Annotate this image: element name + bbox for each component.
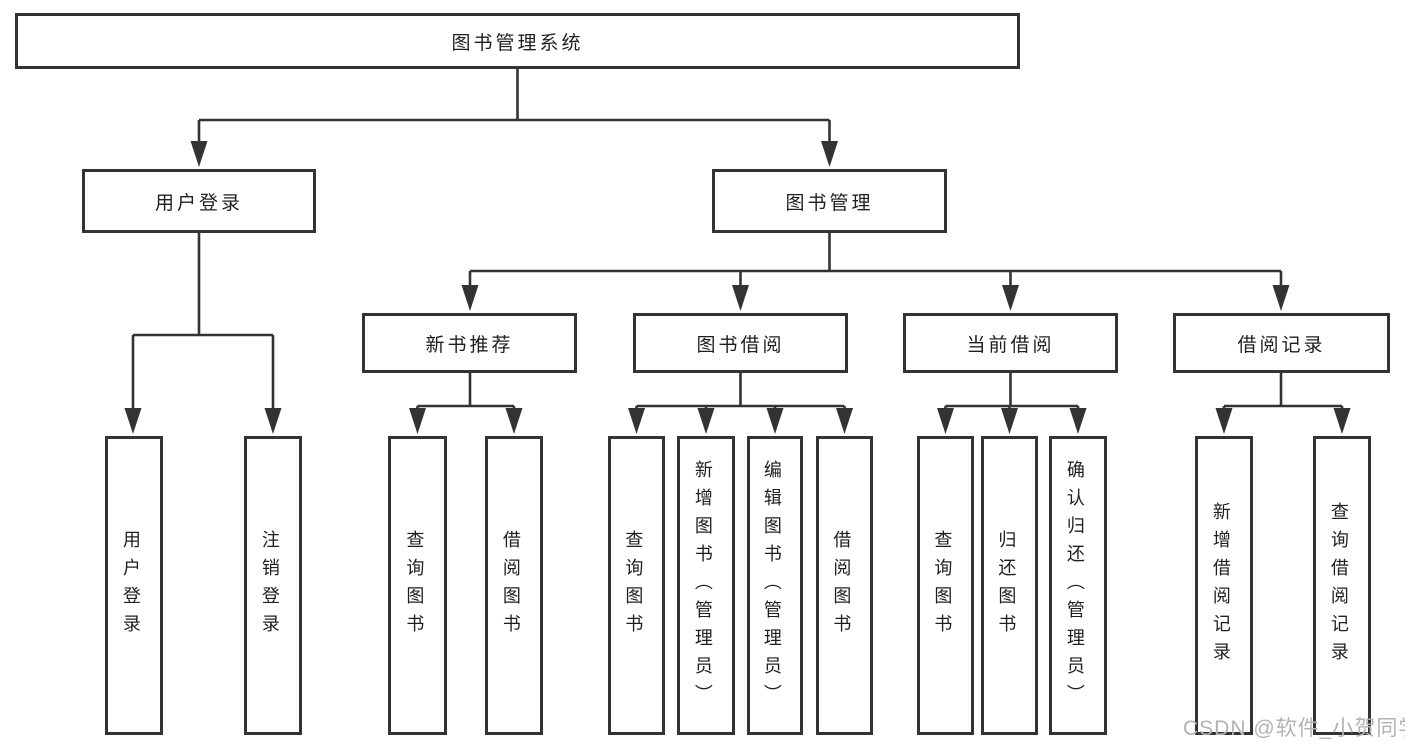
node-borrow-records-label: 借阅记录 <box>1237 334 1326 356</box>
connector-root <box>190 69 838 167</box>
connector-book-borrow <box>628 373 853 434</box>
connector-user-login <box>124 233 282 434</box>
leaf-logout-label: 注销登录 <box>259 529 280 642</box>
leaf-borrow-query-books-label: 查询图书 <box>623 529 644 642</box>
leaf-user-login: 用户登录 <box>105 436 163 735</box>
leaf-add-books-admin-label: 新增图书（管理员） <box>692 459 713 712</box>
node-borrow-records: 借阅记录 <box>1173 313 1390 373</box>
node-book-management: 图书管理 <box>712 169 947 233</box>
node-book-management-label: 图书管理 <box>785 192 874 214</box>
leaf-confirm-return-admin: 确认归还（管理员） <box>1049 436 1107 735</box>
leaf-edit-books-admin: 编辑图书（管理员） <box>747 436 803 735</box>
leaf-recommend-query-books-label: 查询图书 <box>404 529 425 642</box>
leaf-current-query-books-label: 查询图书 <box>932 529 953 642</box>
leaf-borrow-books-label: 借阅图书 <box>831 529 852 642</box>
leaf-borrow-query-books: 查询图书 <box>608 436 665 735</box>
leaf-user-login-label: 用户登录 <box>120 529 141 642</box>
leaf-query-borrow-record-label: 查询借阅记录 <box>1328 501 1349 670</box>
leaf-recommend-borrow-books-label: 借阅图书 <box>500 529 521 642</box>
node-new-book-recommend: 新书推荐 <box>362 313 577 373</box>
leaf-borrow-books: 借阅图书 <box>816 436 873 735</box>
node-book-borrow-label: 图书借阅 <box>696 334 785 356</box>
node-root-system: 图书管理系统 <box>15 13 1020 69</box>
leaf-logout: 注销登录 <box>244 436 302 735</box>
leaf-recommend-query-books: 查询图书 <box>388 436 447 735</box>
leaf-add-borrow-record: 新增借阅记录 <box>1195 436 1253 735</box>
leaf-edit-books-admin-label: 编辑图书（管理员） <box>761 459 782 712</box>
node-user-login-label: 用户登录 <box>154 192 243 214</box>
leaf-confirm-return-admin-label: 确认归还（管理员） <box>1064 459 1085 712</box>
leaf-add-borrow-record-label: 新增借阅记录 <box>1210 501 1231 670</box>
connector-new-book <box>409 373 523 434</box>
connector-book-management <box>461 233 1290 311</box>
leaf-recommend-borrow-books: 借阅图书 <box>485 436 543 735</box>
leaf-current-query-books: 查询图书 <box>917 436 974 735</box>
node-new-book-recommend-label: 新书推荐 <box>425 334 514 356</box>
node-root-system-label: 图书管理系统 <box>451 32 584 54</box>
leaf-query-borrow-record: 查询借阅记录 <box>1313 436 1371 735</box>
connector-current-borrow <box>937 373 1087 434</box>
leaf-return-books: 归还图书 <box>981 436 1038 735</box>
csdn-watermark: CSDN @软件_小贺同学 <box>1183 717 1405 740</box>
leaf-return-books-label: 归还图书 <box>996 529 1017 642</box>
leaf-add-books-admin: 新增图书（管理员） <box>677 436 735 735</box>
node-user-login: 用户登录 <box>82 169 316 233</box>
node-current-borrow: 当前借阅 <box>903 313 1118 373</box>
connector-borrow-records <box>1215 373 1351 434</box>
node-book-borrow: 图书借阅 <box>633 313 848 373</box>
node-current-borrow-label: 当前借阅 <box>966 334 1055 356</box>
